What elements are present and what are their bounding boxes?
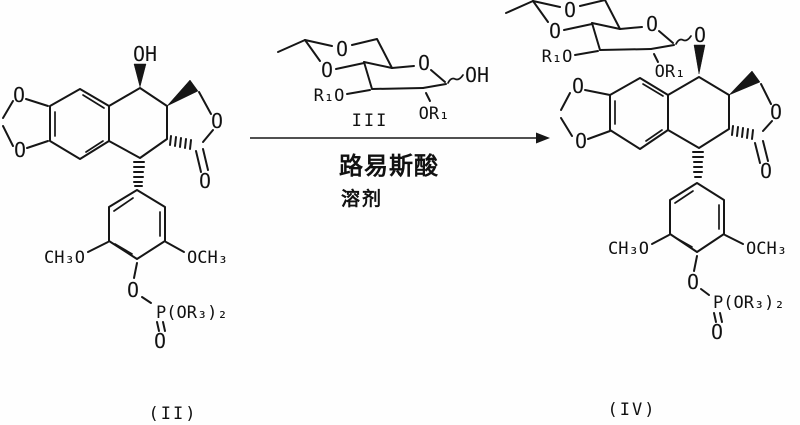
acetal-o-side-label: O (321, 58, 333, 82)
sugar-bonds (277, 38, 464, 102)
phosphate-bridge-o-label: O (687, 270, 699, 294)
wavy-bond (675, 35, 692, 45)
cyclohexane-ring (667, 76, 730, 149)
methoxy-left-label: CH₃O (44, 248, 85, 268)
trimethoxyphenyl-ring (651, 182, 744, 272)
methylenedioxy-ring (560, 89, 611, 140)
acetal-o-side-label: O (549, 19, 561, 43)
pyranose-o-label: O (646, 12, 658, 36)
phosphate-dbl-o-label: O (154, 329, 166, 353)
methoxy-right-label: OCH₃ (187, 248, 228, 268)
phosphate-group-label: P(OR₃)₂ (156, 303, 228, 323)
pyranose-o-label: O (418, 51, 430, 75)
phosphate-group-label: P(OR₃)₂ (713, 293, 785, 313)
reagent-iii-structure: O O R₁O O OH OR₁ III (277, 37, 489, 131)
lactone-o-label: O (770, 100, 782, 124)
compound-iii-label: III (352, 111, 389, 131)
hashed-bond (169, 135, 192, 150)
dioxole-o-bottom-label: O (14, 138, 26, 162)
phosphate-dbl-o-label: O (711, 320, 723, 344)
carbonyl-o-label: O (760, 159, 772, 183)
lactone-ring (728, 70, 773, 164)
reactant-ii-structure: OH O O O O CH₃O OCH₃ O P(OR₃)₂ O (II) (2, 42, 228, 424)
phosphate-group-bonds (141, 296, 166, 332)
cyclohexane-ring (108, 87, 168, 159)
trimethoxyphenyl-ring (87, 189, 185, 279)
product-iv-sugar: O O R₁O O O OR₁ (505, 0, 706, 82)
hashed-bond-aryl (692, 151, 704, 178)
dioxole-o-top-label: O (572, 74, 584, 98)
sugar-bonds (505, 0, 692, 63)
aromatic-ring (609, 77, 669, 150)
lactone-o-label: O (211, 109, 223, 133)
phosphate-group-bonds (700, 288, 723, 323)
carbonyl-o-label: O (199, 169, 211, 193)
c2-or1-label: OR₁ (655, 62, 686, 82)
conditions-reagent-text: 路易斯酸 (339, 152, 439, 180)
hydroxyl-wedge-bond (133, 63, 147, 88)
compound-ii-label: (II) (149, 404, 198, 424)
acetal-o-top-label: O (564, 0, 576, 22)
hashed-bond (731, 125, 754, 140)
aromatic-ring (49, 88, 110, 160)
conditions-solvent-text: 溶剂 (341, 187, 383, 210)
dioxole-o-bottom-label: O (575, 129, 587, 153)
wavy-bond (447, 74, 464, 84)
c2-or1-label: OR₁ (419, 104, 450, 124)
acetal-o-top-label: O (336, 37, 348, 61)
hashed-bond-aryl (133, 161, 145, 187)
c3-r1o-label: R₁O (314, 86, 345, 106)
methoxy-right-label: OCH₃ (746, 239, 787, 259)
c3-r1o-label: R₁O (542, 47, 573, 67)
compound-iv-label: (IV) (608, 400, 657, 420)
anomeric-oh-label: OH (465, 63, 489, 87)
glycosidic-wedge-bond (693, 44, 706, 75)
product-iv-aglycone: O O O O CH₃O OCH₃ O P(OR₃)₂ O (IV) (560, 70, 787, 420)
phosphate-bridge-o-label: O (127, 278, 139, 302)
lactone-ring (166, 79, 214, 173)
methylenedioxy-ring (2, 98, 49, 149)
arrowhead (536, 132, 550, 144)
dioxole-o-top-label: O (13, 83, 25, 107)
hydroxyl-label: OH (133, 42, 157, 66)
lactone-wedge-bond (728, 70, 761, 96)
reaction-arrow (250, 132, 550, 144)
methoxy-left-label: CH₃O (608, 239, 649, 259)
glycosidic-o-label: O (694, 23, 706, 47)
lactone-wedge-bond (166, 79, 199, 107)
